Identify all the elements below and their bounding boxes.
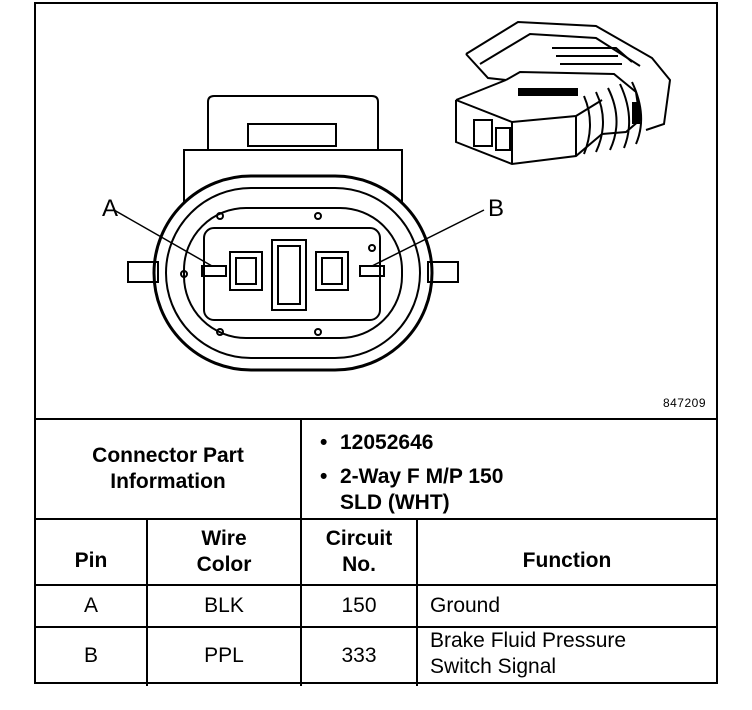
row-a-function: Ground: [430, 594, 501, 617]
description-line1: 2-Way F M/P 150: [340, 465, 504, 488]
row-b-function: Brake Fluid Pressure Switch Signal: [430, 629, 627, 678]
terminal-a-tab: [201, 265, 227, 277]
row-a-pin: A: [83, 594, 98, 617]
shell-dot: [216, 212, 224, 220]
leader-line-a: [113, 209, 213, 267]
center-divider-inner: [277, 245, 301, 305]
connector-info-heading: Connector Part Information: [36, 420, 300, 518]
row-b-pin: B: [83, 644, 98, 667]
shell-dot: [368, 244, 376, 252]
row-b-wire-color: PPL: [204, 644, 244, 667]
pin-b-label: B: [488, 195, 504, 222]
row-a-circuit: 150: [341, 594, 377, 617]
column-header-rule: [36, 584, 716, 586]
center-divider: [271, 239, 307, 311]
header-function: Function: [522, 549, 612, 572]
col-divider-3: [416, 518, 418, 686]
connector-diagram: A B 847209: [36, 4, 716, 418]
connector-info-heading-line1: Connector Part: [92, 444, 244, 467]
row-b-circuit: 333: [341, 644, 377, 667]
terminal-b-inner: [321, 257, 343, 285]
connector-sheet: A B 847209 Connector Part Information • …: [34, 2, 718, 686]
description-line2: SLD (WHT): [340, 491, 450, 514]
connector-shoulder: [183, 149, 403, 204]
part-number-item: • 12052646: [320, 431, 434, 454]
shell-dot: [314, 212, 322, 220]
connector-outer-shell: [152, 174, 434, 372]
left-ear: [127, 261, 159, 283]
info-divider: [300, 418, 302, 686]
table-top-rule: [36, 418, 716, 420]
shell-dot: [180, 270, 188, 278]
reference-number: 847209: [662, 396, 706, 410]
terminal-a: [229, 251, 263, 291]
description-item: • 2-Way F M/P 150 SLD (WHT): [320, 465, 504, 514]
connector-info-list: • 12052646 • 2-Way F M/P 150 SLD (WHT): [302, 422, 716, 520]
leader-line-b: [371, 209, 485, 267]
right-ear: [427, 261, 459, 283]
col-divider-1: [146, 518, 148, 686]
connector-3d-view: [455, 20, 672, 166]
shell-dot: [314, 328, 322, 336]
header-wire-color: Wire Color: [196, 527, 252, 576]
row-divider: [36, 626, 716, 628]
terminal-cavity-frame: [203, 227, 381, 321]
header-rule: [36, 518, 716, 520]
shell-dot: [216, 328, 224, 336]
connector-inner-shell: [165, 187, 421, 359]
connector-latch: [207, 95, 379, 150]
header-pin: Pin: [74, 549, 108, 572]
header-circuit: Circuit No.: [325, 527, 393, 576]
connector-seal: [183, 207, 403, 339]
connector-info-heading-line2: Information: [110, 470, 226, 493]
row-a-wire-color: BLK: [204, 594, 244, 617]
latch-window: [247, 123, 337, 147]
connector-illustration: A B: [102, 20, 672, 372]
terminal-b: [315, 251, 349, 291]
pin-a-label: A: [102, 195, 118, 222]
terminal-a-inner: [235, 257, 257, 285]
part-number: 12052646: [340, 431, 434, 454]
